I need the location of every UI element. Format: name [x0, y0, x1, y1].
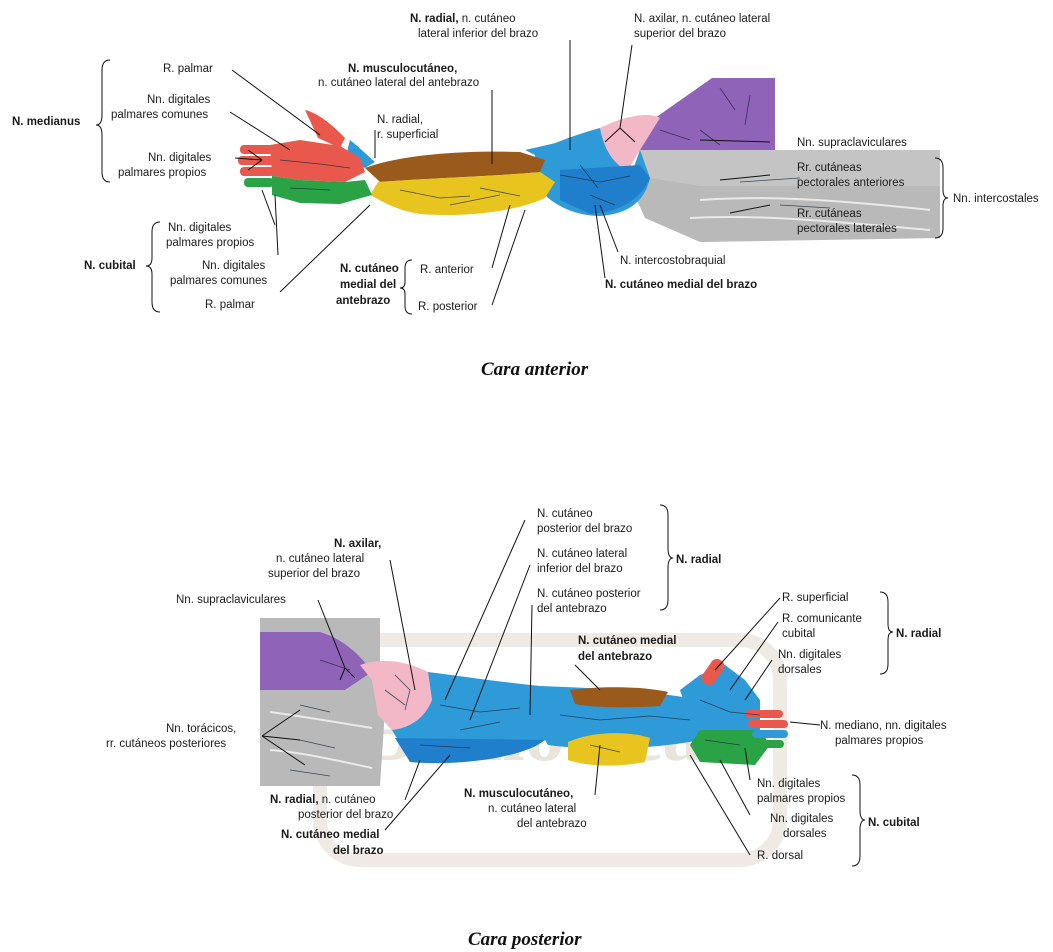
label-cutaneo-medial-brazo: N. cutáneo medial del brazo — [605, 279, 757, 291]
label-rr-pectorales-ant: Rr. cutáneas — [797, 162, 862, 174]
label-radial-superficial-line2: r. superficial — [377, 129, 438, 141]
label-intercostales: Nn. intercostales — [953, 193, 1039, 205]
label-ndpc-2-line2: palmares comunes — [170, 275, 267, 287]
label-cutaneo-medial-antebrazo-line3: antebrazo — [336, 295, 390, 307]
label-musculocutaneo: N. musculocutáneo, — [348, 63, 457, 75]
label-n-medianus: N. medianus — [12, 116, 80, 128]
label-cutaneo-posterior-brazo: N. cutáneo — [537, 508, 593, 520]
label-ndpp: Nn. digitales — [757, 778, 821, 790]
label-n-radial-group: N. radial — [676, 554, 721, 566]
label-n-cubital: N. cubital — [868, 817, 920, 829]
label-ndpp-1: Nn. digitales — [148, 152, 212, 164]
label-mediano-line2: palmares propios — [835, 735, 923, 747]
label-ndpp-1-line2: palmares propios — [118, 167, 206, 179]
label-r-anterior: R. anterior — [420, 264, 474, 276]
label-rr-pectorales-lat: Rr. cutáneas — [797, 208, 862, 220]
label-musculocutaneo-line2: n. cutáneo lateral — [488, 803, 576, 815]
label-cutaneo-medial-antebrazo-line2: del antebrazo — [578, 651, 652, 663]
label-cutaneo-medial-antebrazo: N. cutáneo medial — [578, 635, 676, 647]
anterior-arm — [238, 110, 660, 216]
label-toracicos-line2: rr. cutáneos posteriores — [106, 738, 226, 750]
label-r-posterior: R. posterior — [418, 301, 478, 313]
label-r-palmar-bottom: R. palmar — [205, 299, 255, 311]
label-supraclaviculares: Nn. supraclaviculares — [176, 594, 286, 606]
label-radial-cutaneo-posterior-brazo: N. radial, n. cutáneo — [270, 794, 375, 806]
label-cutaneo-lateral-inferior: N. cutáneo lateral — [537, 548, 627, 560]
anterior-view: N. radial, n. cutáneo lateral inferior d… — [12, 13, 1039, 380]
label-r-palmar-top: R. palmar — [163, 63, 213, 75]
posterior-torso — [260, 618, 385, 786]
posterior-view: N. cutáneo posterior del brazo N. cutáne… — [106, 505, 947, 950]
label-n-cubital: N. cubital — [84, 260, 136, 272]
label-axilar-line2: superior del brazo — [634, 28, 726, 40]
label-mediano: N. mediano, nn. digitales — [820, 720, 947, 732]
label-cutaneo-medial-antebrazo: N. cutáneo — [340, 263, 399, 275]
label-rr-pectorales-lat-line2: pectorales laterales — [797, 223, 897, 235]
label-radial-line2: lateral inferior del brazo — [418, 28, 538, 40]
label-r-superficial: R. superficial — [782, 592, 848, 604]
label-ndpp-line2: palmares propios — [757, 793, 845, 805]
label-ndpc-2: Nn. digitales — [202, 260, 266, 272]
label-cutaneo-posterior-brazo-line2: posterior del brazo — [537, 523, 632, 535]
label-r-dorsal: R. dorsal — [757, 850, 803, 862]
label-ndd-2: Nn. digitales — [770, 813, 834, 825]
label-n-axilar: N. axilar, — [334, 538, 381, 550]
label-ndpp-2-line2: palmares propios — [166, 237, 254, 249]
label-radial-cutaneo-posterior-brazo-line2: posterior del brazo — [298, 809, 393, 821]
label-ndd-2-line2: dorsales — [783, 828, 827, 840]
label-ndpp-2: Nn. digitales — [168, 222, 232, 234]
label-ndpc-1-line2: palmares comunes — [111, 109, 208, 121]
label-r-comunicante: R. comunicante — [782, 613, 862, 625]
label-radial-superficial: N. radial, — [377, 114, 423, 126]
label-toracicos: Nn. torácicos, — [166, 723, 236, 735]
label-ndd-1-line2: dorsales — [778, 664, 822, 676]
label-musculocutaneo: N. musculocutáneo, — [464, 788, 573, 800]
label-ndpc-1: Nn. digitales — [147, 94, 211, 106]
caption-cara-posterior: Cara posterior — [468, 929, 582, 950]
label-cutaneo-medial-brazo: N. cutáneo medial — [281, 829, 379, 841]
label-cutaneo-posterior-antebrazo: N. cutáneo posterior — [537, 588, 641, 600]
caption-cara-anterior: Cara anterior — [481, 359, 589, 380]
label-ndd-1: Nn. digitales — [778, 649, 842, 661]
posterior-arm — [360, 657, 788, 766]
label-r-comunicante-line2: cubital — [782, 628, 815, 640]
label-n-radial-group-2: N. radial — [896, 628, 941, 640]
label-axilar: N. axilar, n. cutáneo lateral — [634, 13, 770, 25]
label-cutaneo-posterior-antebrazo-line2: del antebrazo — [537, 603, 607, 615]
label-cutaneo-medial-antebrazo-line2: medial del — [340, 279, 396, 291]
label-musculocutaneo-line3: del antebrazo — [517, 818, 587, 830]
label-rr-pectorales-ant-line2: pectorales anteriores — [797, 177, 905, 189]
label-n-axilar-line2: n. cutáneo lateral — [276, 553, 364, 565]
label-intercostobraquial: N. intercostobraquial — [620, 255, 725, 267]
label-n-axilar-line3: superior del brazo — [268, 568, 360, 580]
label-radial-lateral-inferior: N. radial, n. cutáneo — [410, 13, 515, 25]
label-musculocutaneo-line2: n. cutáneo lateral del antebrazo — [318, 77, 479, 89]
label-cutaneo-medial-brazo-line2: del brazo — [333, 845, 383, 857]
label-cutaneo-lateral-inferior-line2: inferior del brazo — [537, 563, 623, 575]
anterior-torso — [620, 78, 940, 242]
label-supraclaviculares: Nn. supraclaviculares — [797, 137, 907, 149]
